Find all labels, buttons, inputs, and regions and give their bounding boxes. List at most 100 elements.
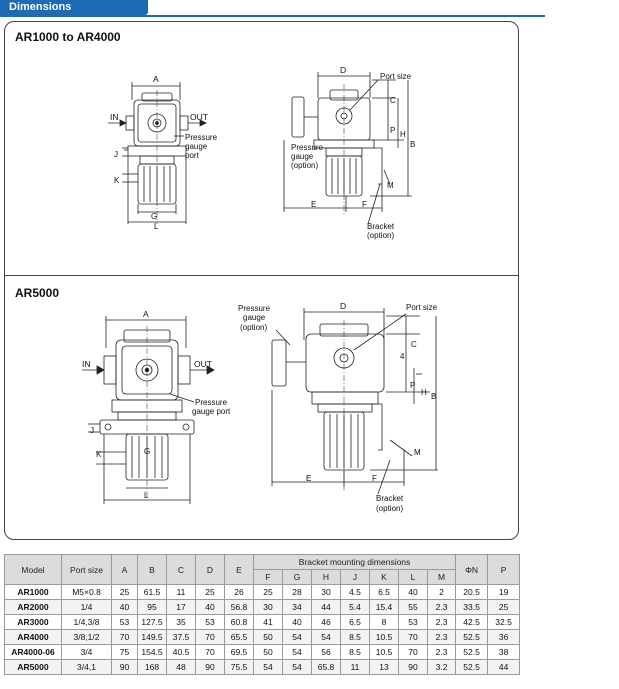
table-cell: 65.8 [311, 659, 341, 675]
table-cell: 33.5 [455, 599, 489, 615]
table-cell: 2.3 [426, 644, 457, 660]
bottom-side-label-p: P [410, 381, 416, 390]
table-cell: 54 [253, 659, 283, 675]
table-cell: 2.3 [426, 614, 457, 630]
panel-divider [5, 275, 518, 276]
table-cell: 75 [111, 644, 138, 660]
th-e: E [224, 554, 254, 585]
th-l: L [398, 569, 428, 585]
th-port-size: Port size [61, 554, 112, 585]
bottom-side-label-m: M [414, 448, 421, 457]
table-cell: 3.2 [426, 659, 457, 675]
th-f: F [253, 569, 283, 585]
bottom-side-label-pg2: gauge [243, 313, 266, 322]
table-cell: 1/4 [61, 599, 112, 615]
bottom-side-label-f: F [372, 474, 377, 483]
table-cell: 127.5 [137, 614, 167, 630]
table-cell: 3/8,1/2 [61, 629, 112, 645]
section-title-ar1000-ar4000: AR1000 to AR4000 [15, 30, 121, 44]
th-a: A [111, 554, 138, 585]
table-cell: 15.4 [369, 599, 399, 615]
table-cell: 90 [398, 659, 428, 675]
table-cell: 19 [487, 584, 521, 600]
th-d: D [195, 554, 225, 585]
table-cell: 4.5 [340, 584, 370, 600]
table-cell: 25 [195, 584, 225, 600]
table-header-row-2: F G H J K L M [5, 569, 520, 585]
table-cell: 38 [487, 644, 521, 660]
table-cell: 60.8 [224, 614, 254, 630]
table-cell: 53 [195, 614, 225, 630]
table-cell: 69.5 [224, 644, 254, 660]
bottom-side-label-pg1: Pressure [238, 304, 271, 313]
top-side-label-pg1: Pressure [291, 143, 324, 152]
table-cell: 40 [111, 599, 138, 615]
table-cell: 8 [369, 614, 399, 630]
table-cell: 6.5 [369, 584, 399, 600]
table-cell: 54 [311, 629, 341, 645]
table-cell: 70 [111, 629, 138, 645]
th-model: Model [4, 554, 62, 585]
top-side-label-pg2: gauge [291, 152, 314, 161]
table-cell-model: AR4000-06 [4, 644, 62, 660]
table-cell: 3/4 [61, 644, 112, 660]
bottom-front-label-pg1: Pressure [195, 398, 228, 407]
table-cell: 25 [487, 599, 521, 615]
table-cell: 56 [311, 644, 341, 660]
table-cell: 26 [224, 584, 254, 600]
table-cell-model: AR3000 [4, 614, 62, 630]
table-cell: 2.3 [426, 629, 457, 645]
table-cell: 28 [282, 584, 312, 600]
bottom-front-label-pg2: gauge port [192, 407, 231, 416]
top-front-label-l: L [154, 222, 159, 231]
dimensions-table: Model Port size A B C D E Bracket mounti… [4, 554, 521, 675]
table-cell-model: AR5000 [4, 659, 62, 675]
bottom-side-label-br2: (option) [376, 504, 404, 513]
table-cell: 10.5 [369, 629, 399, 645]
table-cell: 32.5 [487, 614, 521, 630]
table-cell: 168 [137, 659, 167, 675]
table-cell: 35 [166, 614, 196, 630]
table-cell: 20.5 [455, 584, 489, 600]
table-cell: 41 [253, 614, 283, 630]
top-side-label-m: M [387, 181, 394, 190]
top-side-label-pg3: (option) [291, 161, 319, 170]
bottom-front-label-l: L [144, 491, 149, 500]
table-cell: 70 [195, 629, 225, 645]
table-cell: 54 [282, 659, 312, 675]
table-cell: 149.5 [137, 629, 167, 645]
table-cell: 70 [398, 629, 428, 645]
table-cell: 52.5 [455, 644, 489, 660]
top-front-label-g: G [151, 212, 158, 221]
table-cell: 44 [311, 599, 341, 615]
bottom-side-label-d: D [340, 301, 347, 311]
th-j: J [340, 569, 370, 585]
table-cell: 90 [111, 659, 138, 675]
th-c: C [166, 554, 196, 585]
table-cell: 30 [311, 584, 341, 600]
table-cell: M5×0.8 [61, 584, 112, 600]
table-cell: 70 [195, 644, 225, 660]
table-cell: 70 [398, 644, 428, 660]
table-cell: 48 [166, 659, 196, 675]
top-front-label-j: J [114, 150, 118, 159]
bottom-side-label-port-size: Port size [406, 303, 438, 312]
bottom-front-label-j: J [90, 426, 94, 435]
table-cell: 55 [398, 599, 428, 615]
th-m: M [426, 569, 457, 585]
th-n: ΦN [455, 554, 489, 585]
table-cell-model: AR2000 [4, 599, 62, 615]
table-cell: 36 [487, 629, 521, 645]
top-side-label-e: E [311, 200, 317, 209]
top-side-label-d: D [340, 65, 347, 75]
drawings-panel: AR1000 to AR4000 AR5000 [4, 21, 519, 540]
table-cell: 50 [253, 629, 283, 645]
bottom-side-label-h: H [421, 388, 427, 397]
table-cell: 61.5 [137, 584, 167, 600]
table-cell-model: AR1000 [4, 584, 62, 600]
top-front-label-a: A [153, 74, 159, 84]
top-front-view-drawing [108, 82, 207, 224]
